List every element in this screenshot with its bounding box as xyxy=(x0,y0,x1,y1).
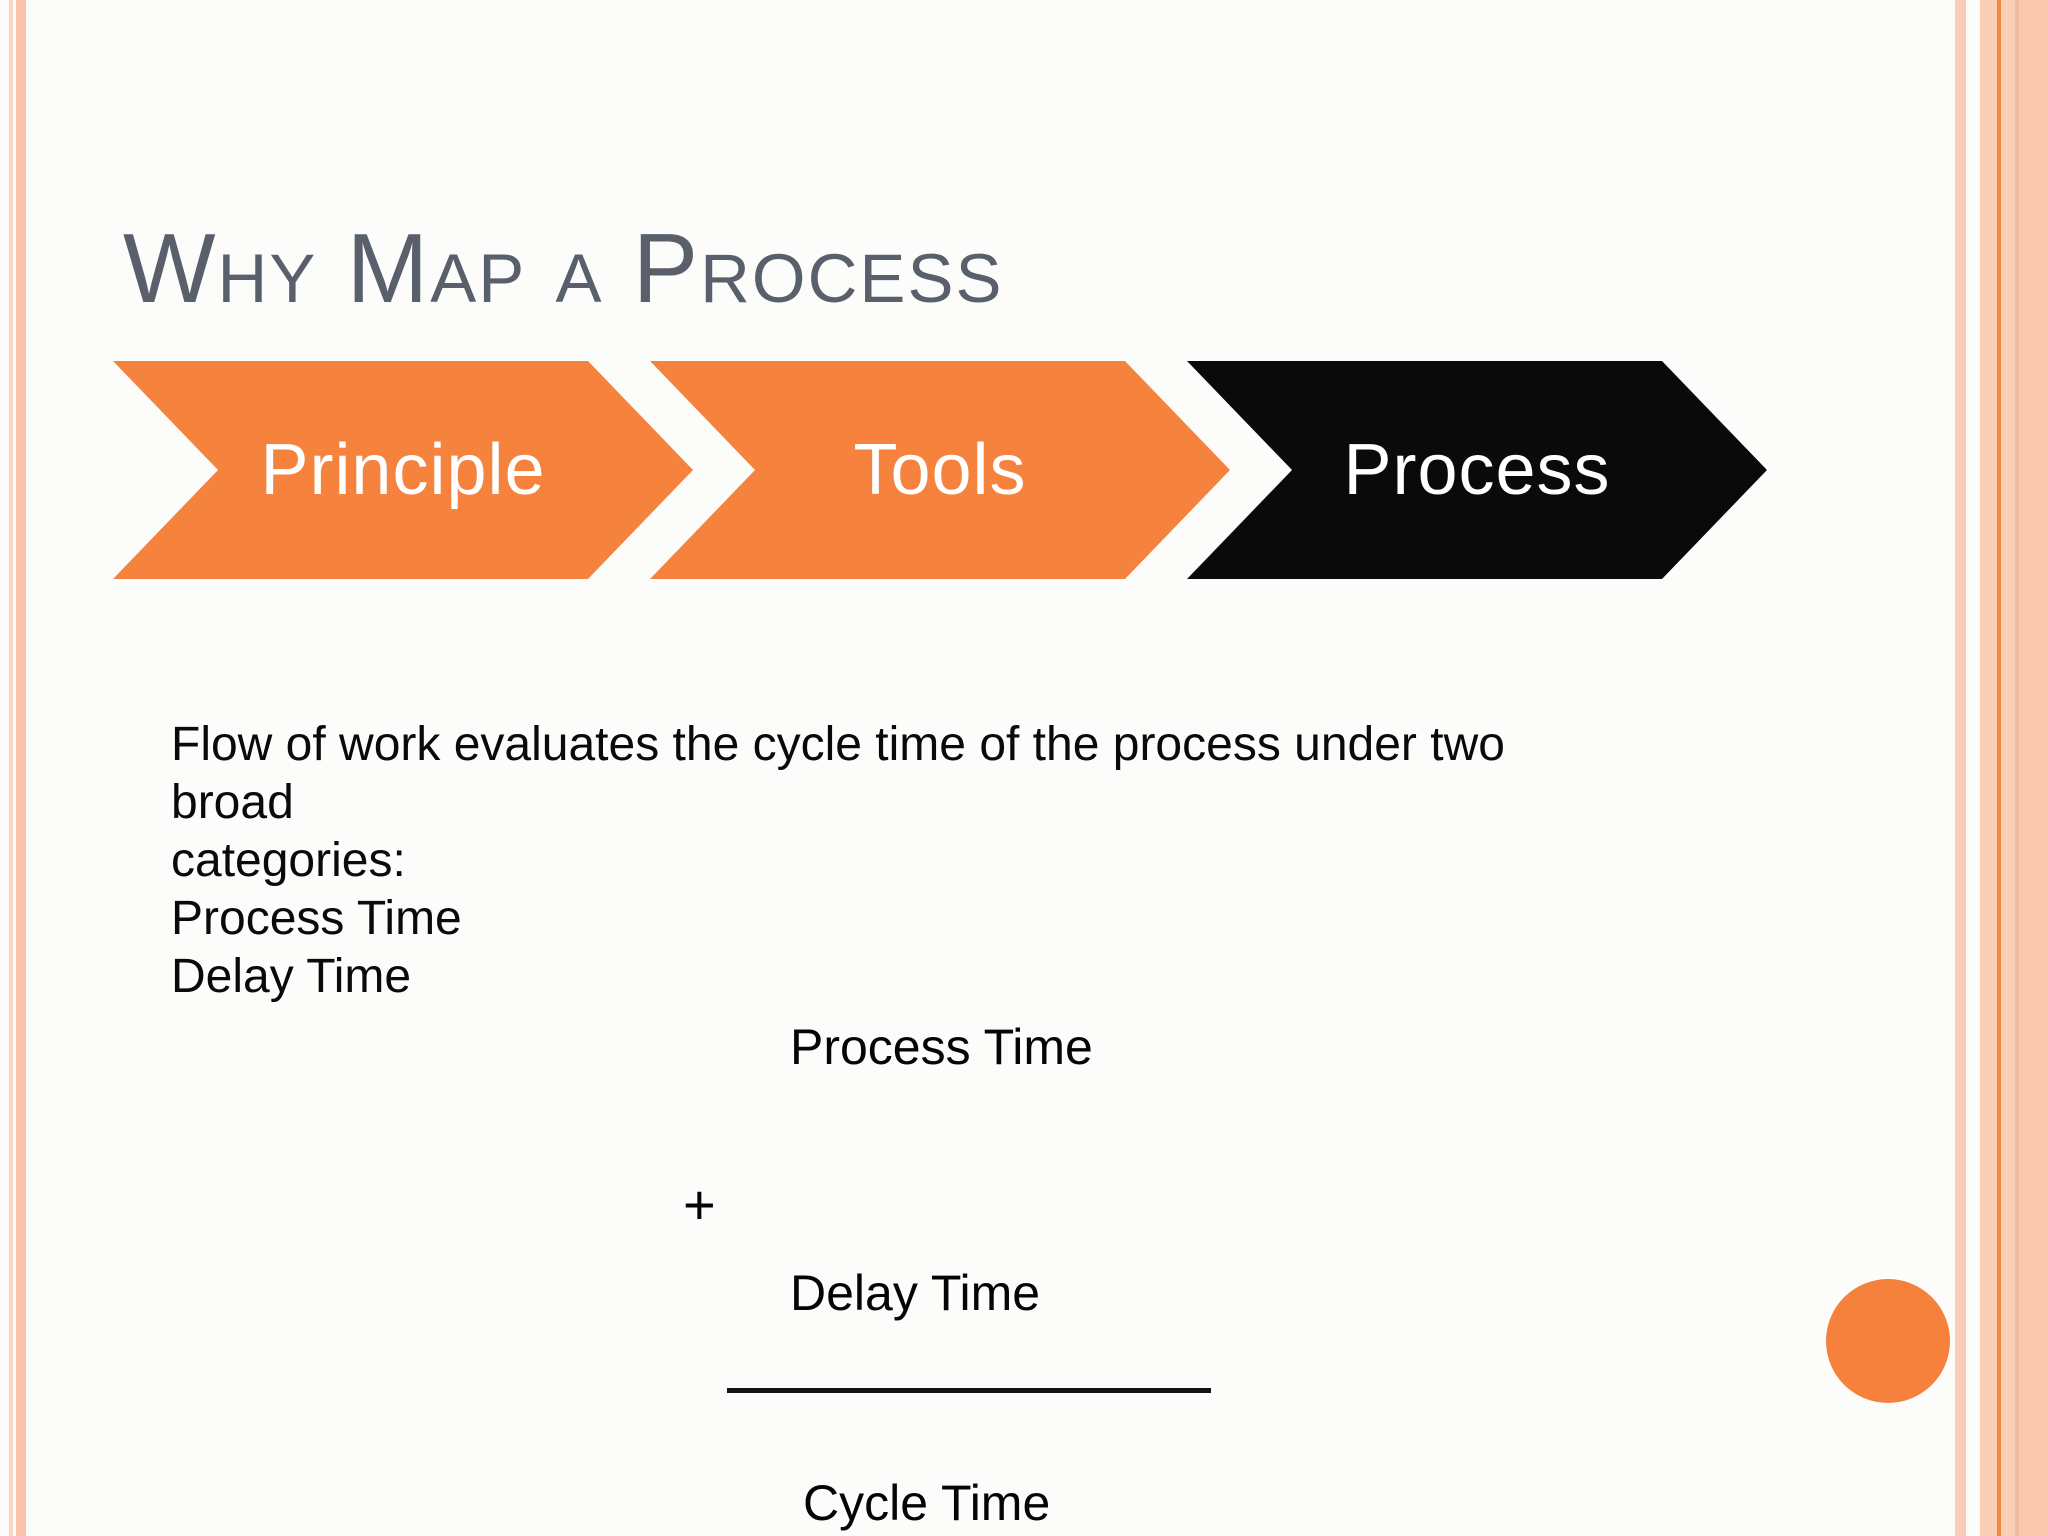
chevron-process: Process xyxy=(1187,361,1767,579)
body-paragraph: Flow of work evaluates the cycle time of… xyxy=(171,716,1505,1006)
chevron-tools-label: Tools xyxy=(853,430,1027,510)
right-border-accent-line xyxy=(1997,0,2001,1536)
right-border-edge-band xyxy=(2019,0,2048,1536)
right-border-band xyxy=(1980,0,2048,1536)
chevron-principle-label: Principle xyxy=(260,430,546,510)
formula-divider-line xyxy=(727,1388,1211,1393)
slide-title: Why Map a Process xyxy=(123,213,1004,323)
body-line: broad xyxy=(171,776,294,829)
formula-process-time: Process Time xyxy=(790,1019,1093,1075)
chevron-principle: Principle xyxy=(113,361,693,579)
formula-plus-operator: + xyxy=(683,1173,716,1236)
body-line: categories: xyxy=(171,834,406,887)
formula-cycle-time: Cycle Time xyxy=(803,1475,1051,1531)
body-line: Delay Time xyxy=(171,950,412,1003)
body-line: Process Time xyxy=(171,892,462,945)
left-border-thin-stripe xyxy=(9,0,13,1536)
formula-delay-time: Delay Time xyxy=(790,1265,1041,1321)
chevron-process-label: Process xyxy=(1343,430,1611,510)
body-line: Flow of work evaluates the cycle time of… xyxy=(171,718,1505,771)
right-border-thin-stripe xyxy=(1955,0,1966,1536)
right-border-subtle-line xyxy=(2015,0,2019,1536)
left-border-thick-stripe xyxy=(16,0,26,1536)
orange-circle-decoration xyxy=(1826,1279,1950,1403)
chevron-tools: Tools xyxy=(650,361,1230,579)
